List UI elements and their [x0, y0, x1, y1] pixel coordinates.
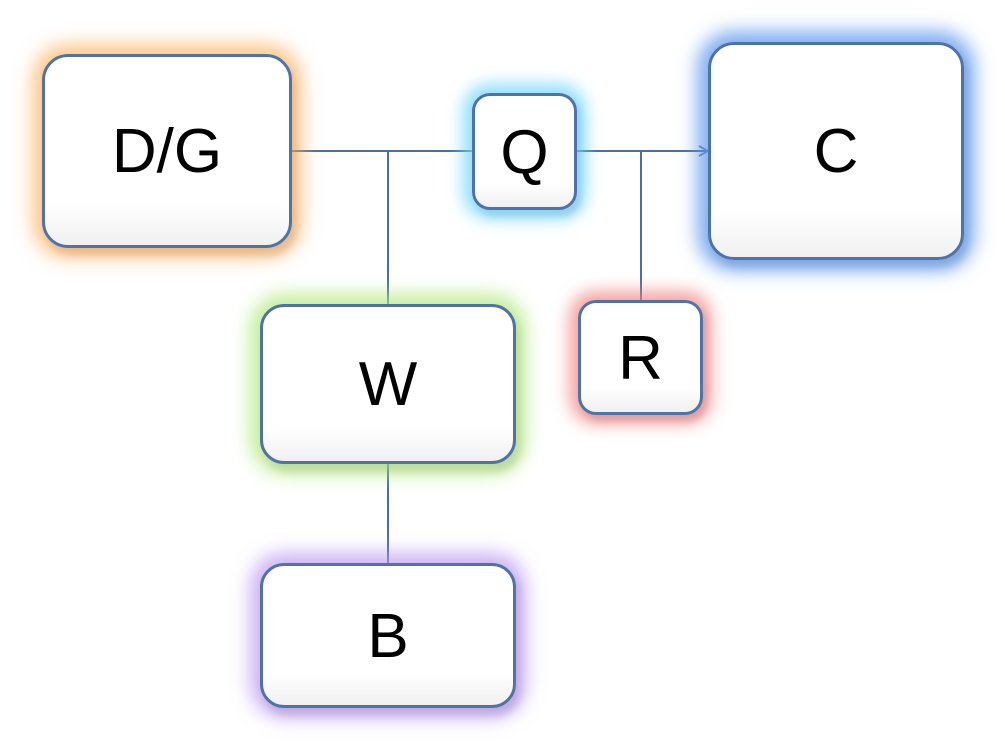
q-node: Q — [472, 93, 577, 210]
b-node-label: B — [367, 601, 409, 671]
r-node-label: R — [618, 323, 663, 393]
b-node: B — [260, 563, 516, 708]
c-node-label: C — [813, 117, 859, 186]
dg-node: D/G — [42, 54, 292, 248]
w-node-label: W — [358, 350, 418, 419]
q-node-label: Q — [500, 117, 549, 187]
dg-node-label: D/G — [111, 117, 223, 186]
r-node: R — [578, 300, 703, 415]
w-node: W — [260, 304, 516, 464]
c-node: C — [708, 42, 964, 260]
